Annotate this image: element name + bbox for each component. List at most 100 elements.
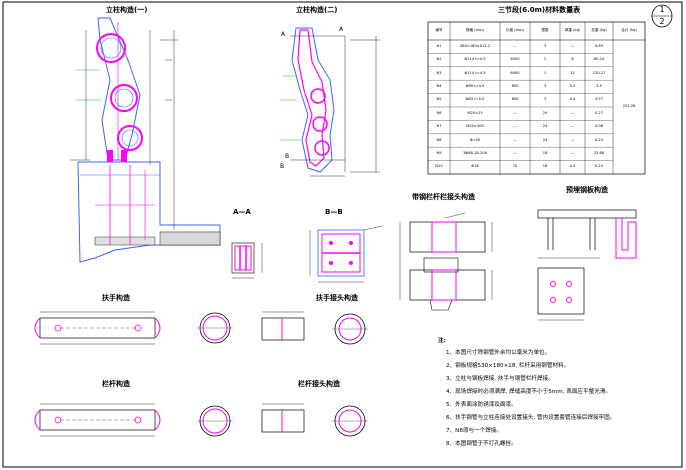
table-cell: 6 [571,57,574,62]
table-cell: 120.27 [592,70,606,75]
table-cell: — [570,110,575,115]
guardrail-detail [34,403,233,437]
title-handrail: 扶手构造 [102,294,130,302]
rail-joint-detail [399,212,493,311]
table-header-cell: 总重 (kg) [591,28,607,32]
column-elevation-1 [70,17,221,263]
table-cell: Φ=50 [469,137,481,142]
table-title: 三节段(6.0m)材料数量表 [498,6,581,14]
table-cell: 3 [543,43,547,48]
table-cell: N7 [436,124,442,129]
title-embed-plate: 预埋钢板构造 [566,186,608,194]
sheet-number: 1 [659,5,665,14]
table-cell: 0.24 [594,164,603,169]
table-cell: N2 [436,57,442,62]
table-cell: N4 [436,83,442,88]
table-cell: Φ114 t=4.5 [464,70,486,75]
table-header-cell: 规格 (mm) [465,28,485,32]
table-header-cell: 编号 [435,28,443,32]
table-cell: Φ114 t=4.5 [464,57,486,62]
table-cell: 0.27 [594,110,603,115]
note-line: 5、外表面涂防锈漆及面漆。 [446,402,517,408]
note-line: 1、本图尺寸除钢管外余均以毫米为单位。 [446,350,551,356]
table-cell: — [513,137,517,142]
sheet-number-badge [651,4,673,28]
notes-title: 注: [438,338,446,344]
table-cell: 4.89 [594,43,603,48]
table-cell: — [570,43,575,48]
note-line: 2、钢板规格530×180×18, 栏杆采用钢管材料。 [446,363,570,369]
table-cell: 0.24 [594,137,603,142]
table-cell: 18 [542,150,548,155]
title-column-1: 立柱构造(一) [106,6,148,14]
table-cell: 70 [512,164,518,169]
table-cell: Φ89 t=4.0 [465,83,485,88]
svg-text:B: B [280,163,284,170]
table-cell: 1 [543,70,547,75]
title-section-bb: B—B [325,208,343,216]
table-cell: 23.88 [593,150,605,155]
table-cell: 4.5 [569,164,576,169]
title-guardrail: 栏杆构造 [102,380,130,388]
table-cell: 3.5 [596,83,602,88]
title-rail-joint: 带钢栏杆栏接头构造 [412,193,475,201]
table-cell: — [513,124,517,129]
table-cell: 380×180×δ12.2 [460,43,490,48]
table-header-cell: 长度 (mm) [505,28,525,32]
note-line: 4、现场焊接时必须满焊, 焊缝高度不小于5mm, 表面应平整光滑。 [446,389,611,395]
table-cell: 4.06 [594,124,603,129]
table-cell: — [570,150,575,155]
table-total-cell: 223.28 [622,104,636,108]
section-b-b [309,225,383,283]
handrail-joint-detail [261,311,368,345]
table-cell: M20×300 [466,124,484,129]
table-cell: — [570,137,575,142]
title-guardrail-joint: 栏杆接头构造 [298,380,340,388]
svg-text:B: B [285,153,289,160]
note-line: 3、立柱与钢板焊接, 扶手与钢管栏杆焊接。 [446,376,554,382]
table-cell: 4.4 [569,97,576,102]
note-line: 7、N8须与一个焊接。 [446,428,503,434]
handrail-detail [34,311,233,345]
table-cell: N9 [436,150,442,155]
table-cell: — [513,150,517,155]
table-header-cell: 单重 (kg) [564,28,581,32]
table-cell: 24 [542,124,548,129]
table-cell: N8 [436,137,442,142]
table-cell: 60.24 [593,57,605,62]
table-cell: N5 [436,97,442,102]
table-cell: 800 [511,97,519,102]
table-cell: 12 [570,70,575,75]
table-cell: N3 [436,70,442,75]
table-cell: N6 [436,110,442,115]
table-cell: 6000 [510,70,520,75]
column-elevation-2: B A A B [280,26,380,177]
table-cell: 18 [542,164,548,169]
table-cell: Φ18 [471,164,479,169]
table-cell: 5.2 [569,83,576,88]
table-cell: — [513,43,517,48]
table-cell: 6000 [510,57,520,62]
table-header-cell: 根数 [541,28,549,32]
table-cell: 3 [543,83,547,88]
table-cell: M20×25 [467,110,483,115]
table-cell: 24 [542,137,548,142]
table-cell: Φ83 t=5.0 [465,97,485,102]
table-cell: 600 [511,83,519,88]
table-cell: 1 [543,57,547,62]
table-cell: 24 [542,110,548,115]
note-line: 6、扶手钢管与立柱连接处设置接头, 管内设置套管连接后焊接牢固。 [446,415,616,421]
table-header-cell: 合计 (kg) [621,28,637,32]
guardrail-joint-detail [261,403,368,437]
table-cell: 3Φ88-18-208 [463,150,487,155]
table-cell: — [570,124,575,129]
embed-plate-detail [537,209,637,321]
note-line: 8、本图钢管于不打孔螺栓。 [446,441,517,447]
table-cell: — [513,110,517,115]
title-section-aa: A—A [233,208,251,216]
title-handrail-joint: 扶手接头构造 [316,294,358,302]
title-column-2: 立柱构造(二) [296,6,338,14]
table-cell: 3 [543,97,547,102]
table-cell: N1 [436,43,442,48]
